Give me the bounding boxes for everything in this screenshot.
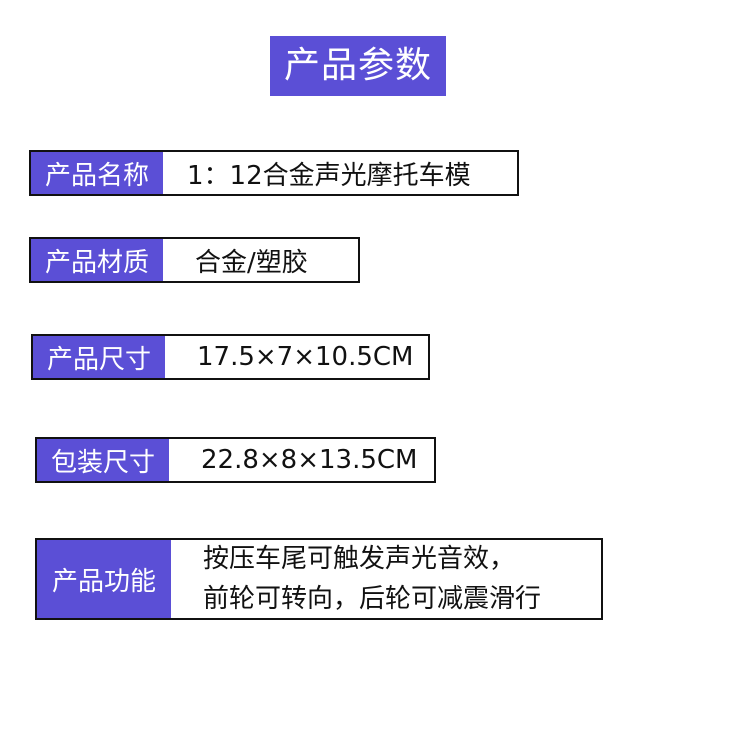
param-row-functions: 产品功能 按压车尾可触发声光音效， 前轮可转向，后轮可减震滑行 — [35, 538, 603, 620]
param-label: 产品尺寸 — [33, 336, 165, 378]
page-title: 产品参数 — [270, 36, 446, 96]
param-value: 22.8×8×13.5CM — [201, 445, 418, 475]
param-label: 包装尺寸 — [37, 439, 169, 481]
param-value-line: 按压车尾可触发声光音效， — [203, 544, 516, 574]
param-value: 合金/塑胶 — [195, 247, 308, 278]
param-label: 产品名称 — [31, 152, 163, 194]
param-row-package-size: 包装尺寸 22.8×8×13.5CM — [35, 437, 436, 483]
param-row-product-size: 产品尺寸 17.5×7×10.5CM — [31, 334, 430, 380]
param-value-line: 前轮可转向，后轮可减震滑行 — [203, 584, 542, 614]
param-row-material: 产品材质 合金/塑胶 — [29, 237, 360, 283]
param-label: 产品功能 — [37, 540, 171, 618]
param-row-product-name: 产品名称 1：12合金声光摩托车模 — [29, 150, 519, 196]
param-value: 17.5×7×10.5CM — [197, 342, 414, 372]
param-label: 产品材质 — [31, 239, 163, 281]
param-value: 1：12合金声光摩托车模 — [187, 160, 471, 191]
param-value: 按压车尾可触发声光音效， 前轮可转向，后轮可减震滑行 — [171, 540, 541, 618]
